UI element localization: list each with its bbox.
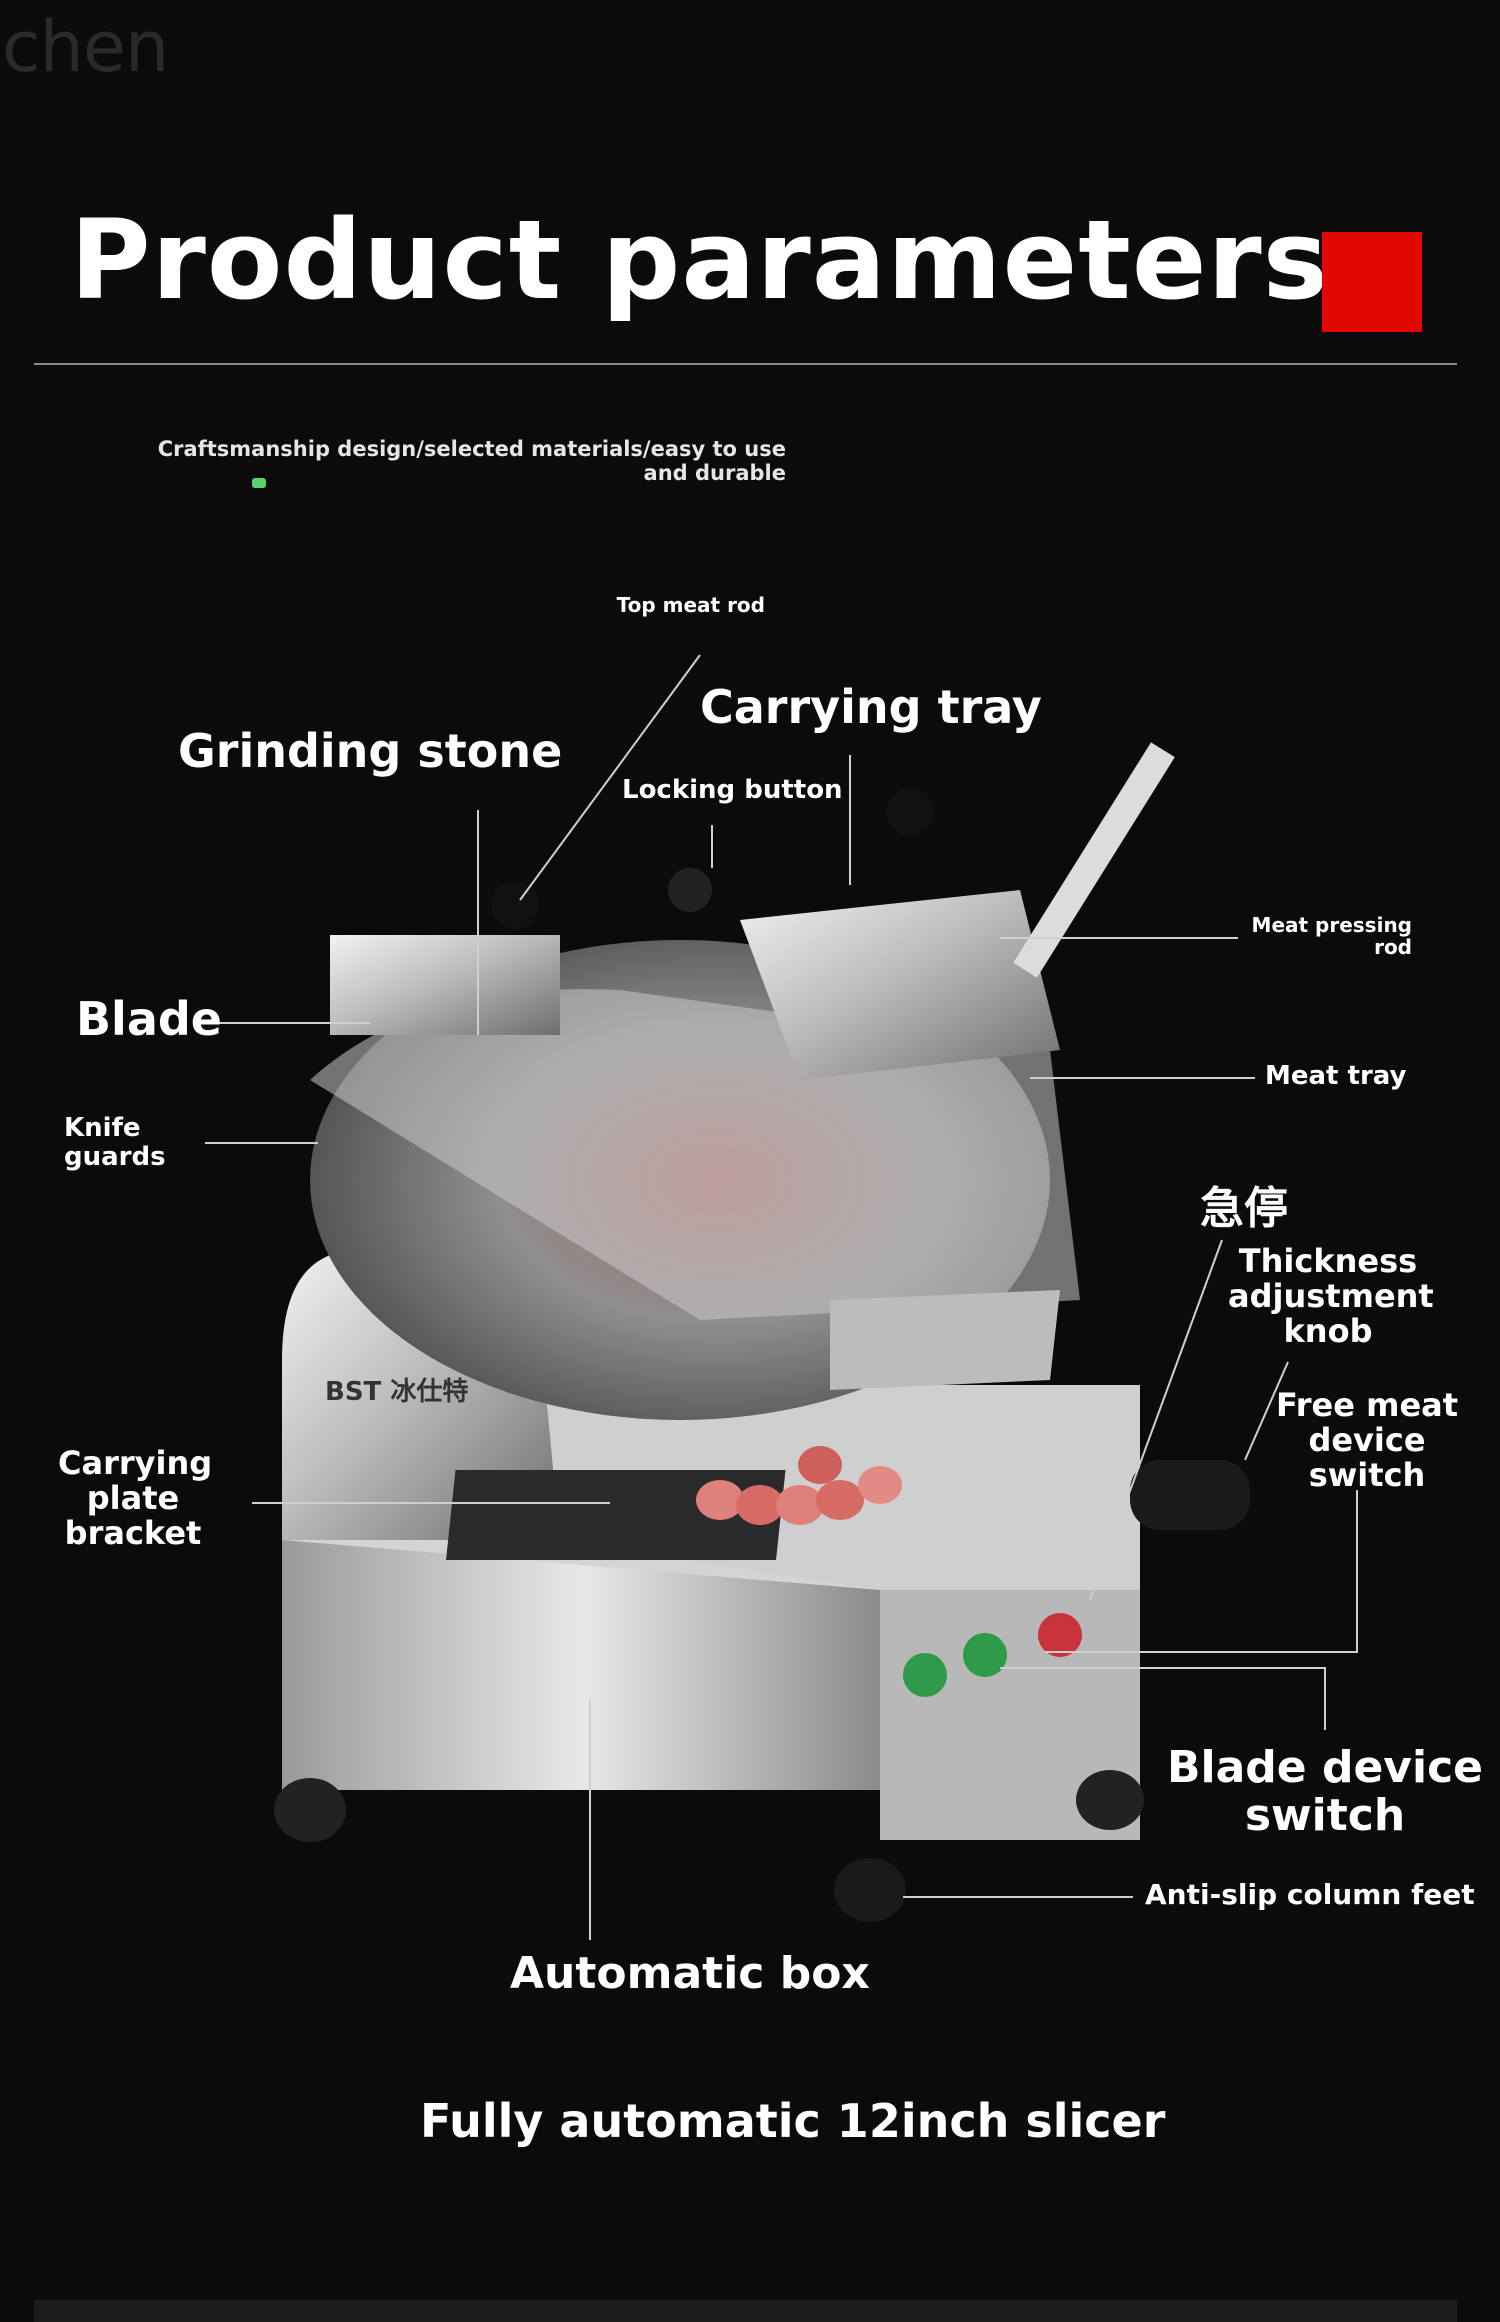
label-emergency-stop: 急停 bbox=[1200, 1183, 1288, 1234]
label-free-meat-device-switch: Free meat device switch bbox=[1275, 1386, 1459, 1495]
title-divider bbox=[34, 363, 1457, 365]
footer-band bbox=[34, 2300, 1457, 2322]
label-carrying-tray: Carrying tray bbox=[700, 680, 1042, 734]
label-anti-slip-column-feet: Anti-slip column feet bbox=[1145, 1878, 1475, 1911]
red-accent-square bbox=[1322, 232, 1422, 332]
grinding-stone-block bbox=[330, 935, 560, 1035]
label-grinding-stone: Grinding stone bbox=[178, 724, 563, 778]
feet bbox=[274, 1770, 1144, 1922]
label-meat-pressing-rod: Meat pressing rod bbox=[1251, 913, 1412, 959]
brand-logo: BST 冰仕特 bbox=[325, 1376, 468, 1407]
label-thickness-adjustment-knob: Thickness adjustment knob bbox=[1228, 1242, 1434, 1351]
watermark: chen bbox=[2, 6, 169, 88]
meat-rolls bbox=[696, 1446, 902, 1525]
control-switches bbox=[903, 1613, 1082, 1697]
subtitle: Craftsmanship design/selected materials/… bbox=[157, 437, 786, 485]
carriage bbox=[491, 742, 1175, 1390]
label-blade-device-switch: Blade device switch bbox=[1167, 1742, 1483, 1842]
label-locking-button: Locking button bbox=[622, 775, 843, 805]
label-meat-tray: Meat tray bbox=[1265, 1061, 1407, 1091]
label-carrying-plate-bracket: Carrying plate bracket bbox=[58, 1444, 213, 1553]
label-blade: Blade bbox=[76, 992, 222, 1046]
thickness-knob bbox=[1130, 1460, 1250, 1530]
label-top-meat-rod: Top meat rod bbox=[616, 593, 765, 617]
label-knife-guards: Knife guards bbox=[64, 1113, 166, 1172]
green-indicator-icon bbox=[252, 478, 266, 488]
page-title: Product parameters bbox=[70, 196, 1330, 324]
label-automatic-box: Automatic box bbox=[510, 1948, 870, 1999]
leader-lines bbox=[205, 654, 1358, 1940]
caption: Fully automatic 12inch slicer bbox=[420, 2094, 1166, 2148]
